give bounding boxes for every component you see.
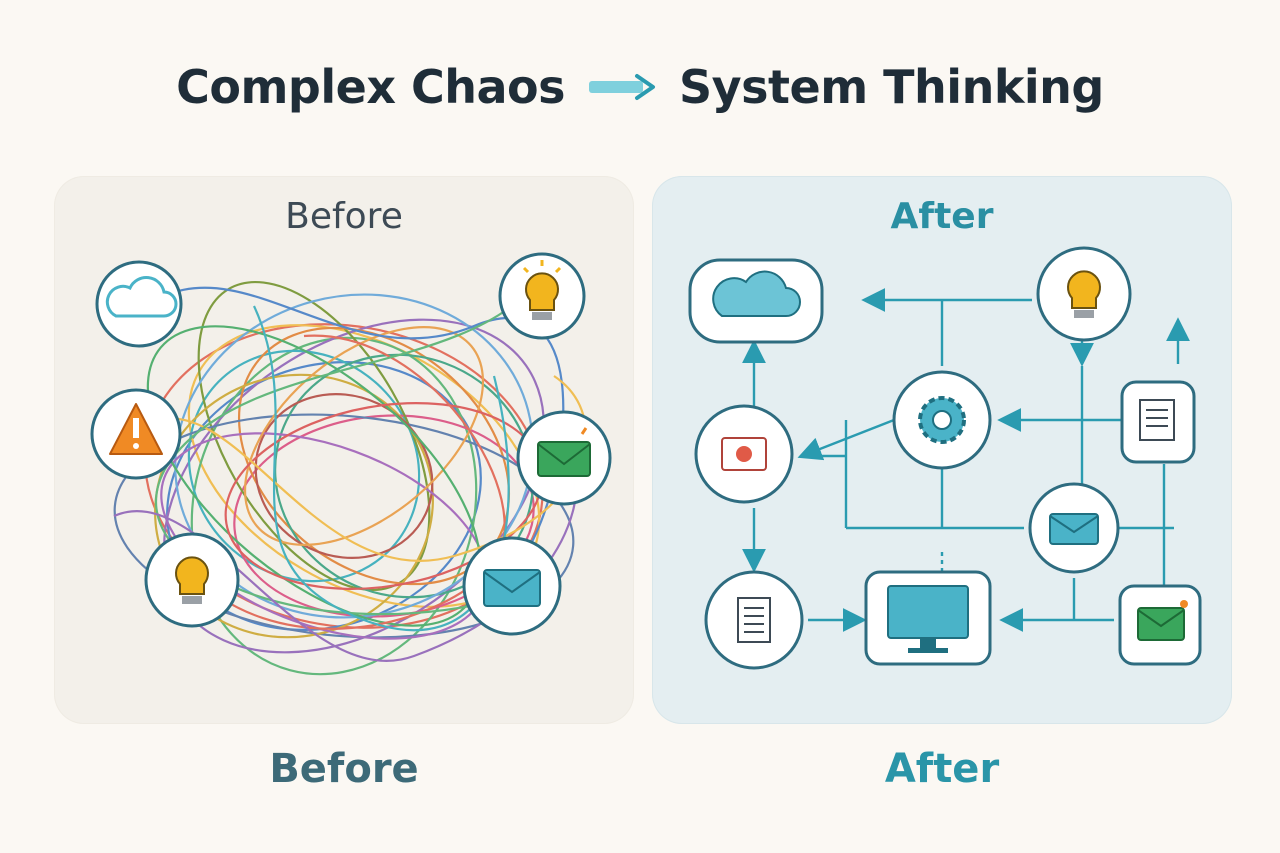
after-caption: After: [884, 746, 1000, 792]
gear-icon: [892, 370, 992, 470]
lightbulb-icon: [144, 532, 240, 628]
envelope-icon: [462, 536, 562, 636]
warning-icon: [90, 388, 182, 480]
envelope-icon: [1118, 584, 1202, 666]
envelope-icon: [694, 404, 794, 504]
cloud-icon: [95, 260, 183, 348]
cloud-icon: [688, 258, 824, 344]
arrow-right-icon: [589, 74, 656, 100]
document-icon: [1120, 380, 1196, 464]
document-icon: [704, 570, 804, 670]
page-title: Complex Chaos System Thinking: [0, 60, 1280, 114]
before-panel: Before: [54, 176, 634, 724]
monitor-icon: [864, 570, 992, 666]
organized-connections: [688, 246, 1202, 670]
title-left: Complex Chaos: [176, 60, 566, 114]
before-panel-label: Before: [285, 196, 403, 237]
envelope-icon: [1028, 482, 1120, 574]
connection-lines: [742, 288, 1190, 632]
tangled-connections: [90, 252, 612, 676]
after-panel: After: [652, 176, 1232, 724]
lightbulb-icon: [1036, 246, 1132, 342]
envelope-icon: [516, 410, 612, 506]
lightbulb-icon: [498, 252, 586, 340]
before-caption: Before: [269, 746, 419, 792]
after-panel-label: After: [890, 196, 994, 237]
title-right: System Thinking: [679, 60, 1104, 114]
